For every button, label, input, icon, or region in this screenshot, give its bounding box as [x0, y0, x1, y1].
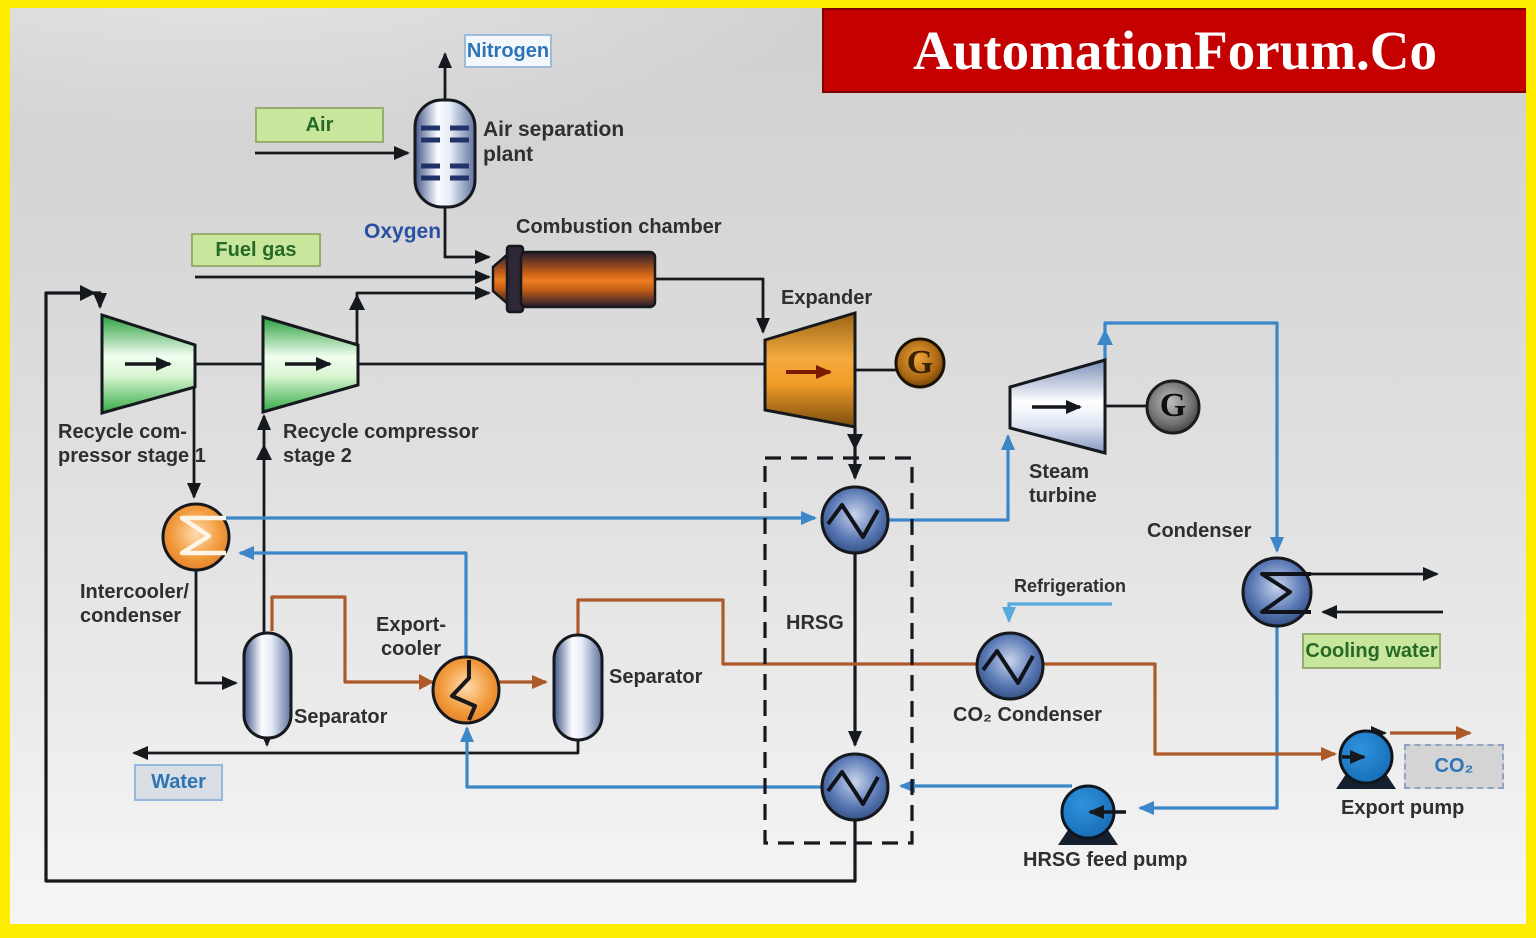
riser-up-arrowhead: [349, 294, 365, 310]
extra-arrowheads: [80, 285, 863, 460]
combustion-chamber-label: Combustion chamber: [516, 216, 722, 238]
hrsg-to-turbine-steam-line: [888, 434, 1015, 522]
export-pump-casing: [1338, 729, 1394, 785]
export-cooler-exchanger: [431, 655, 501, 725]
cooling-water-stream-tag: Cooling water: [1302, 633, 1441, 669]
co2-to-exportpump-line: [576, 598, 1337, 761]
steam-generator-letter: G: [1159, 387, 1187, 424]
turbine-exhaust-arrowhead: [1097, 329, 1113, 345]
intercooler-to-separator1-line: [194, 570, 238, 690]
turbine-exhaust-line: [1103, 321, 1284, 553]
hrsg-feed-pump-label: HRSG feed pump: [1023, 849, 1188, 871]
export-pump-label: Export pump: [1341, 797, 1465, 819]
co2-lines: [270, 595, 1472, 761]
co2-condenser-exchanger: [975, 631, 1045, 701]
intercooler-condenser-exchanger: [161, 502, 231, 572]
watermark-banner: AutomationForum.Co: [822, 8, 1528, 93]
separator2-label: Separator: [609, 666, 703, 688]
asp-tray-lines: [421, 125, 469, 181]
air-separation-plant-vessel: [413, 98, 477, 209]
chamber-to-expander-line: [655, 277, 770, 334]
co2-condenser-coil-icon: [981, 649, 1035, 685]
hrsg-economizer-coil-icon: [826, 770, 880, 806]
steam-water-lines: [224, 321, 1284, 815]
export-cooler-coil-icon: [450, 660, 477, 721]
hrsg-evaporator-coil-icon: [826, 503, 880, 539]
air-stream-tag: Air: [255, 107, 384, 143]
expander-generator-letter: G: [906, 344, 934, 381]
nitrogen-stream-tag: Nitrogen: [464, 34, 552, 68]
refrigeration-label: Refrigeration: [1014, 576, 1127, 596]
combustion-chamber-body: [519, 250, 657, 309]
expander-outlet-arrowhead: [847, 434, 863, 450]
co2-stream-tag: CO₂: [1404, 744, 1504, 789]
condensate-to-feedpump-line: [1138, 627, 1279, 815]
steam-turbine-label: Steam turbine: [1029, 461, 1097, 507]
separator1-to-exportcooler-line: [270, 595, 548, 689]
separator2-vessel: [552, 633, 604, 742]
condenser-label: Condenser: [1147, 520, 1252, 542]
recycle-compressor-stage2-label: Recycle compressor stage 2: [283, 421, 479, 467]
air-separation-plant-label: Air separation plant: [483, 118, 625, 166]
fuel-gas-stream-tag: Fuel gas: [191, 233, 321, 267]
expander-label: Expander: [781, 287, 873, 309]
recycle-right-arrowhead: [80, 285, 96, 301]
export-cooler-label: Export- cooler: [376, 614, 446, 660]
hrsg-label: HRSG: [786, 612, 844, 634]
exportcooler-inlet-arrowhead: [419, 674, 434, 690]
hrsg-economizer-exchanger: [820, 752, 890, 822]
separator1-vessel: [242, 631, 293, 740]
co2-condenser-label: CO₂ Condenser: [953, 704, 1102, 726]
oxygen-label: Oxygen: [364, 220, 442, 243]
oxygen-line: [443, 207, 491, 264]
intercooler-coil-icon: [179, 515, 226, 556]
water-stream-tag: Water: [134, 764, 223, 801]
exportcooler-to-intercooler-line: [238, 546, 468, 656]
stage2-inlet-arrowhead: [256, 444, 272, 460]
separator1-label: Separator: [294, 706, 388, 728]
condenser-exchanger: [1241, 556, 1313, 628]
flue-recycle-loop-line: [44, 291, 857, 883]
recycle-to-chamber-line: [355, 286, 491, 345]
economizer-to-exportcooler-line: [460, 726, 822, 789]
expander-generator-circle: [894, 337, 946, 389]
steam-generator-circle: [1145, 379, 1201, 435]
hrsg-dashed-boundary: [763, 456, 914, 845]
water-drain-line: [132, 738, 580, 760]
black-process-lines: [44, 52, 1443, 883]
refrigeration-line: [1002, 602, 1112, 623]
condenser-coil-icon: [1260, 572, 1311, 614]
recycle-compressor-stage1-label: Recycle com- pressor stage 1: [58, 421, 206, 467]
intercooler-condenser-label: Intercooler/ condenser: [80, 581, 189, 627]
hrsg-evaporator-exchanger: [820, 485, 890, 555]
